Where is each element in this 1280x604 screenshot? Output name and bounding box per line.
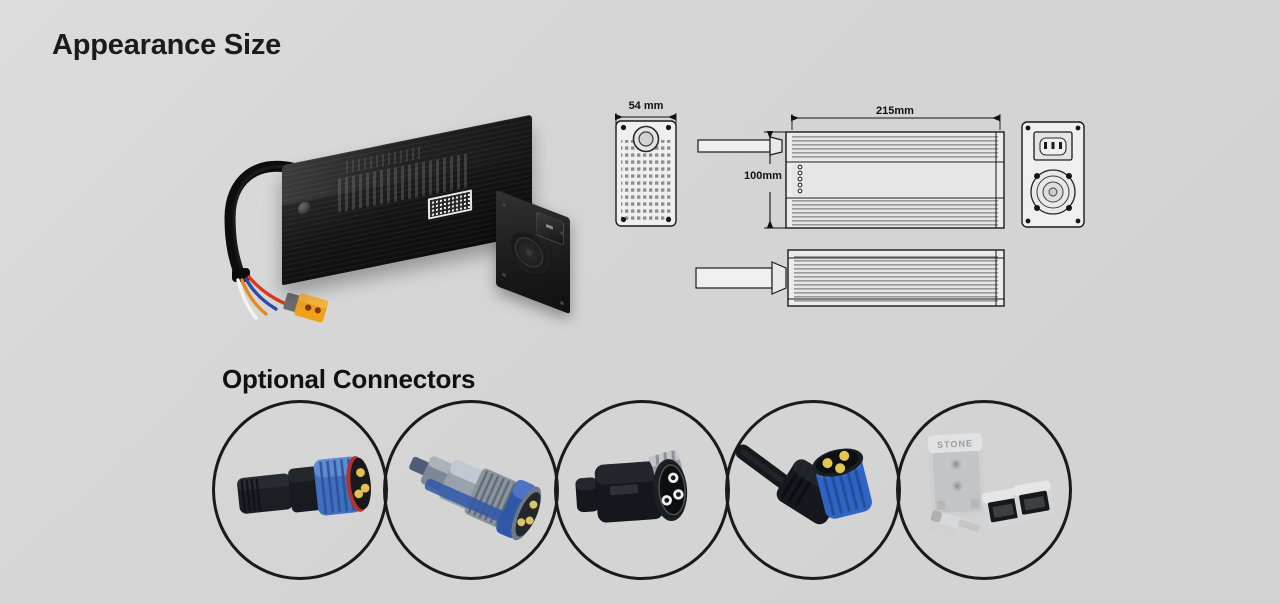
metal-aviation-connector-image	[383, 400, 559, 580]
appearance-size-drawing: 54 mm 215mm 100m	[600, 96, 1120, 346]
panel-screw	[560, 300, 564, 306]
panel-screw	[502, 202, 506, 208]
charger-end-panel	[496, 189, 570, 315]
connector-item-1[interactable]	[212, 400, 388, 580]
page-title-appearance-size: Appearance Size	[52, 29, 282, 61]
connector-item-2[interactable]	[383, 400, 559, 580]
bottom-view	[695, 249, 1005, 307]
dim-width-label: 54 mm	[629, 100, 664, 112]
anderson-powerpole-connector-image: STONE	[896, 400, 1072, 580]
section-title-optional-connectors: Optional Connectors	[222, 364, 476, 394]
connector-item-4[interactable]	[725, 400, 901, 580]
dim-height-label: 100mm	[744, 170, 782, 182]
right-angle-blue-connector-image	[725, 400, 901, 580]
charger-heatsink-fins	[282, 114, 532, 288]
battery-charger-photo	[196, 114, 576, 352]
black-blue-threaded-connector-image	[212, 400, 388, 580]
optional-connectors-list: STONE	[212, 400, 1092, 582]
rear-view	[1021, 121, 1085, 228]
black-latch-connector-image	[554, 400, 730, 580]
front-view: 54 mm	[615, 100, 677, 227]
dim-length-label: 215mm	[876, 105, 914, 117]
output-cable	[224, 160, 329, 323]
svg-text:STONE: STONE	[937, 438, 973, 450]
side-view: 215mm 100mm	[697, 105, 1005, 229]
connector-item-5[interactable]: STONE	[896, 400, 1072, 580]
led-indicators	[797, 164, 803, 194]
connector-ring	[896, 400, 1072, 580]
panel-screw	[502, 272, 506, 278]
connector-item-3[interactable]	[554, 400, 730, 580]
